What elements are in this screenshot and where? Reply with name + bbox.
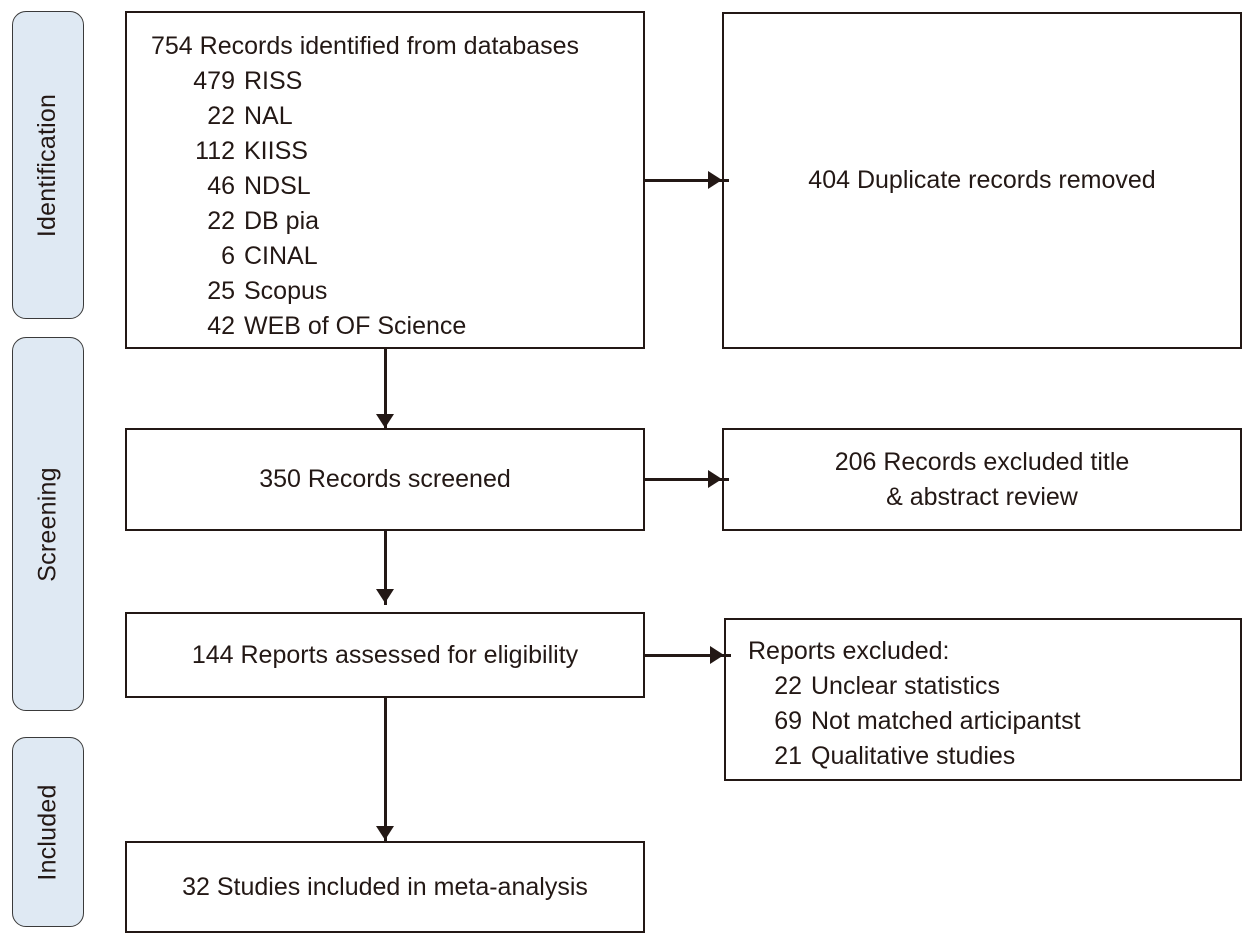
reports-excluded-reason-list: 22 Unclear statistics 69 Not matched art… <box>768 669 1081 774</box>
stage-label-identification: Identification <box>33 93 62 237</box>
arrow-head-down <box>376 826 394 840</box>
source-count: 22 <box>207 207 235 235</box>
records-excluded-line-2: & abstract review <box>886 482 1078 511</box>
source-row-ndsl: 46 NDSL <box>183 169 466 204</box>
box-records-screened: 350 Records screened <box>125 428 645 531</box>
source-row-web-of-science: 42 WEB of OF Science <box>183 309 466 344</box>
source-count: 112 <box>195 137 235 165</box>
arrow-head-down <box>376 589 394 603</box>
reason-name: Unclear statistics <box>811 672 1000 700</box>
arrow-head-right <box>708 470 722 488</box>
arrow-head-right <box>710 646 724 664</box>
source-count: 479 <box>193 67 235 95</box>
source-name: KIISS <box>244 137 308 165</box>
stage-label-screening: Screening <box>33 466 62 582</box>
source-name: WEB of OF Science <box>244 312 467 340</box>
box-reports-excluded: Reports excluded: 22 Unclear statistics … <box>724 618 1242 781</box>
source-name: NDSL <box>244 172 311 200</box>
source-count: 25 <box>207 277 235 305</box>
box-records-identified: 754 Records identified from databases 47… <box>125 11 645 349</box>
reason-count: 69 <box>774 707 802 735</box>
records-excluded-line-1: 206 Records excluded title <box>834 447 1130 476</box>
database-source-list: 479 RISS 22 NAL 112 KIISS 46 NDSL 22 <box>183 64 466 344</box>
stage-bar-included: Included <box>12 737 84 927</box>
source-row-scopus: 25 Scopus <box>183 274 466 309</box>
source-name: RISS <box>244 67 303 95</box>
source-row-nal: 22 NAL <box>183 99 466 134</box>
reason-count: 22 <box>774 672 802 700</box>
source-row-kiiss: 112 KIISS <box>183 134 466 169</box>
arrow-head-down <box>376 414 394 428</box>
reason-name: Not matched articipantst <box>811 707 1081 735</box>
duplicate-records-removed-text: 404 Duplicate records removed <box>808 166 1156 194</box>
source-count: 22 <box>207 102 235 130</box>
reason-name: Qualitative studies <box>811 742 1016 770</box>
source-name: DB pia <box>244 207 320 235</box>
source-name: Scopus <box>244 277 328 305</box>
reason-row-unclear-statistics: 22 Unclear statistics <box>768 669 1081 704</box>
records-identified-heading: 754 Records identified from databases <box>151 32 580 60</box>
source-count: 46 <box>207 172 235 200</box>
source-count: 6 <box>221 242 235 270</box>
stage-bar-screening: Screening <box>12 337 84 711</box>
box-studies-included: 32 Studies included in meta-analysis <box>125 841 645 933</box>
stage-label-included: Included <box>33 783 62 881</box>
studies-included-text: 32 Studies included in meta-analysis <box>182 872 588 901</box>
reason-count: 21 <box>774 742 802 770</box>
source-count: 42 <box>207 312 235 340</box>
source-row-dbpia: 22 DB pia <box>183 204 466 239</box>
source-row-riss: 479 RISS <box>183 64 466 99</box>
box-reports-assessed: 144 Reports assessed for eligibility <box>125 612 645 698</box>
reports-excluded-heading: Reports excluded: <box>748 637 950 665</box>
box-records-excluded: 206 Records excluded title & abstract re… <box>722 428 1242 531</box>
stage-bar-identification: Identification <box>12 11 84 319</box>
reports-assessed-text: 144 Reports assessed for eligibility <box>191 640 579 669</box>
box-duplicate-records-removed: 404 Duplicate records removed <box>722 12 1242 349</box>
source-name: NAL <box>244 102 293 130</box>
arrow-head-right <box>708 171 722 189</box>
source-row-cinal: 6 CINAL <box>183 239 466 274</box>
records-screened-text: 350 Records screened <box>259 465 511 493</box>
reason-row-qualitative-studies: 21 Qualitative studies <box>768 739 1081 774</box>
reason-row-not-matched-participants: 69 Not matched articipantst <box>768 704 1081 739</box>
source-name: CINAL <box>244 242 318 270</box>
